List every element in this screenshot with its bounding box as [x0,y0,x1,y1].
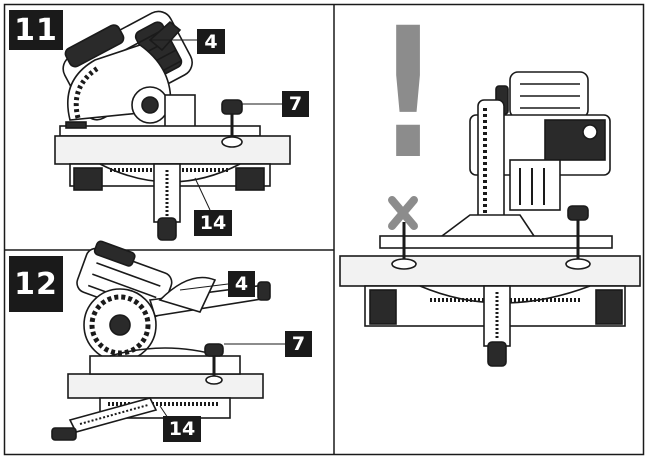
workbench-board-front [339,255,641,287]
saw-illustration-step12 [51,240,285,441]
callout-part-7-step12: 7 [285,331,312,357]
saw-illustration-step11 [54,10,291,241]
callout-part-4-step12: 4 [228,271,255,297]
prohibition-cross [388,196,418,230]
saw-illustration-front [339,71,641,367]
callout-part-14-step11: 14 [194,210,232,236]
callout-part-7-step11: 7 [282,91,309,117]
warning-symbol: ! [377,0,439,199]
callout-part-4-step11: 4 [197,29,225,54]
outer-frame [3,3,645,456]
callout-part-14-step12: 14 [163,416,201,442]
workbench-board-11 [54,135,291,165]
step-number-12: 12 [9,256,63,312]
workbench-board-12 [67,373,264,399]
warning-exclamation: ! [377,0,439,199]
step-number-11: 11 [9,10,63,50]
